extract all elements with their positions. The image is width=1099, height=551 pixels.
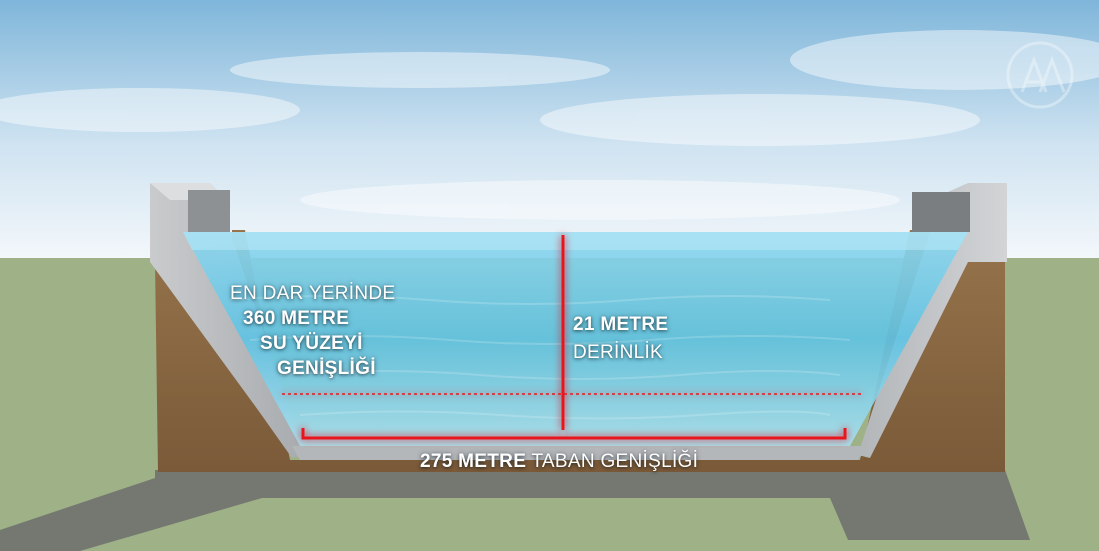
label-narrowest-line3: SU YÜZEYİ (260, 333, 363, 354)
measurement-lines (282, 235, 862, 440)
left-concrete-wall (150, 183, 305, 458)
right-concrete-wall (858, 183, 1007, 458)
left-wall-face (188, 190, 230, 232)
foundation-shadow (0, 470, 1030, 551)
water-surface-highlight (183, 232, 968, 250)
label-narrowest-line1: EN DAR YERİNDE (230, 283, 396, 304)
label-base-width: 275 METRE TABAN GENİŞLİĞİ (420, 452, 698, 471)
aa-logo-watermark-icon (1006, 41, 1074, 109)
channel-bed (292, 446, 868, 460)
clouds (0, 30, 1099, 220)
label-depth-value: 21 METRE (573, 314, 669, 335)
right-wall-face (912, 192, 970, 232)
label-base-text: TABAN GENİŞLİĞİ (531, 451, 699, 472)
base-width-bracket (301, 428, 847, 440)
label-narrowest-line4: GENİŞLİĞİ (277, 358, 376, 379)
water-ripples (229, 295, 851, 420)
label-narrowest-line2: 360 METRE (243, 308, 350, 329)
label-depth-text: DERİNLİK (573, 342, 664, 363)
water-body (183, 232, 968, 446)
label-base-value: 275 METRE (420, 451, 527, 472)
